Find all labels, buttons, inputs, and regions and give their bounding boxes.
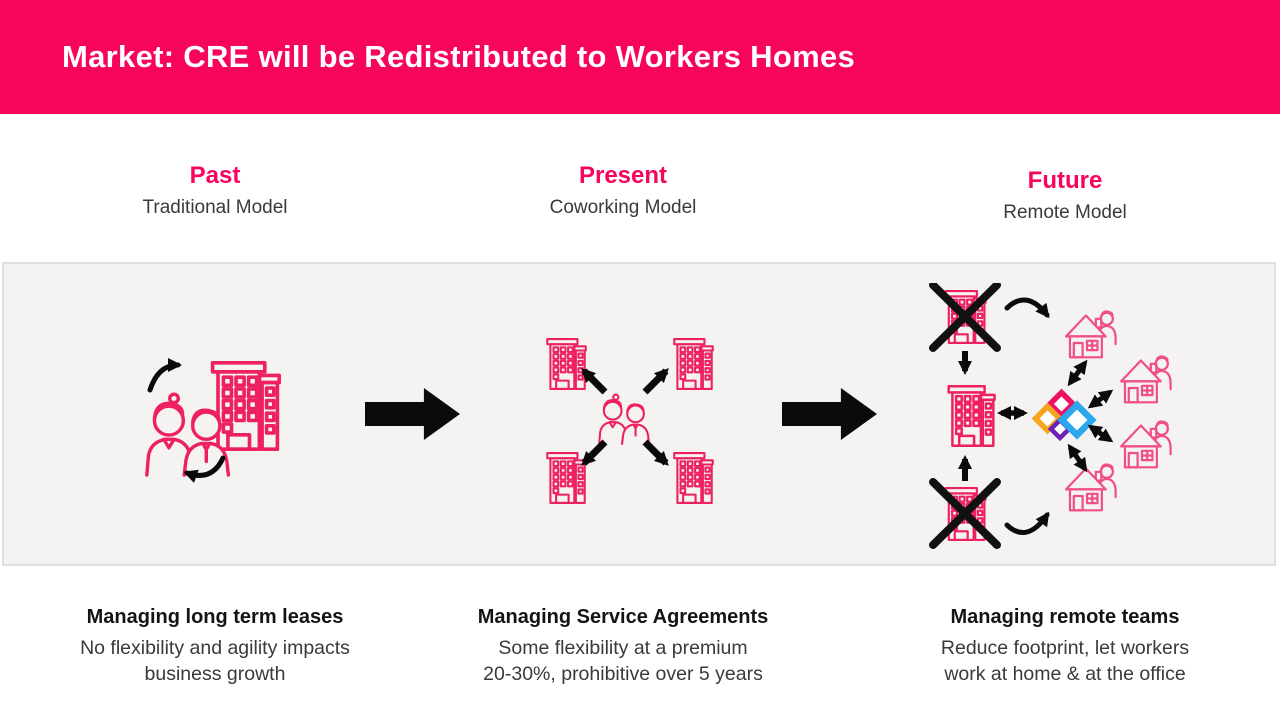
note-present-line2: 20-30%, prohibitive over 5 years (483, 663, 763, 685)
column-head-future: Future Remote Model (885, 167, 1245, 224)
cycle-arrow-bottom (183, 455, 226, 483)
note-future-line1: Reduce footprint, let workers (940, 637, 1190, 659)
note-future-title: Managing remote teams (950, 606, 1180, 628)
present-subheading: Coworking Model (549, 197, 697, 218)
note-future: Managing remote teams Reduce footprint, … (875, 606, 1255, 687)
offices-to-homes-network-icon (929, 283, 1172, 549)
cross-out-top-icon (929, 283, 1001, 352)
note-past-title: Managing long term leases (86, 606, 344, 628)
note-past-line1: No flexibility and agility impacts (80, 637, 350, 659)
future-subheading: Remote Model (1003, 202, 1127, 223)
future-heading: Future (1027, 167, 1103, 194)
cross-out-bottom-icon (929, 478, 1001, 549)
note-past-line2: business growth (144, 663, 286, 685)
cycle-arrow-top (147, 358, 182, 393)
column-head-present: Present Coworking Model (443, 162, 803, 219)
company-logo (1031, 388, 1097, 442)
note-past: Managing long term leases No flexibility… (25, 606, 405, 687)
spread-arrows (581, 368, 669, 466)
column-head-past: Past Traditional Model (35, 162, 395, 219)
people-distributed-to-buildings-icon (546, 338, 714, 504)
relocate-arrow-bottom (1004, 511, 1050, 535)
slide-title: Market: CRE will be Redistributed to Wor… (62, 39, 856, 74)
relocate-arrow-top (1004, 297, 1050, 319)
present-heading: Present (578, 162, 668, 189)
note-present-title: Managing Service Agreements (477, 606, 769, 628)
header-band: Market: CRE will be Redistributed to Wor… (0, 0, 1280, 114)
past-subheading: Traditional Model (142, 197, 288, 218)
people-building-cycle-icon (145, 358, 282, 483)
note-present: Managing Service Agreements Some flexibi… (433, 606, 813, 687)
hub-home-double-arrows (1067, 359, 1114, 473)
past-heading: Past (189, 162, 241, 189)
note-present-line1: Some flexibility at a premium (498, 637, 748, 659)
note-future-line2: work at home & at the office (944, 663, 1186, 685)
